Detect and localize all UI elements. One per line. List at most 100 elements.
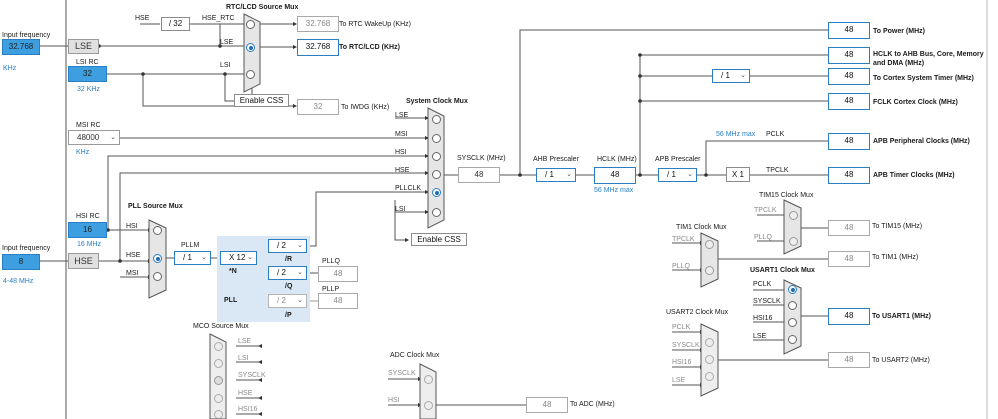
usart2-radio-2[interactable]	[705, 355, 714, 364]
sysmux-input-msi: MSI	[395, 131, 408, 138]
msi-rc-select-value: 48000	[77, 133, 100, 142]
hsi-rc-label: HSI RC	[76, 213, 100, 220]
sysclk-value[interactable]: 48	[458, 167, 500, 183]
pll-q-label: /Q	[285, 283, 293, 290]
mco-radio-4[interactable]	[214, 394, 223, 403]
tpclk-label: TPCLK	[766, 167, 789, 174]
pll-q-select[interactable]: / 2⌄	[268, 266, 307, 280]
apb-peripheral-value: 48	[828, 133, 870, 150]
input-frequency-unit: KHz	[3, 65, 17, 72]
hsi-unit: 16 MHz	[77, 241, 102, 248]
power-clock-label: To Power (MHz)	[873, 28, 925, 35]
rtc-wakeup-value: 32.768	[297, 16, 339, 32]
iwdg-value: 32	[297, 99, 339, 115]
rtc-hse-input: HSE	[135, 15, 150, 22]
hse-div32-block: / 32	[161, 17, 190, 31]
adc-input-hsi: HSI	[388, 397, 400, 404]
usart1-value: 48	[828, 308, 870, 325]
x1-multiplier-block: X 1	[726, 167, 750, 182]
sysmux-radio-pllclk[interactable]	[432, 188, 441, 197]
pll-radio-msi[interactable]	[153, 272, 162, 281]
tim1-input-pllq: PLLQ	[672, 263, 690, 270]
msi-rc-label: MSI RC	[76, 122, 101, 129]
pll-input-hse: HSE	[126, 252, 141, 259]
mco-radio-5[interactable]	[214, 410, 223, 419]
adc-radio-2[interactable]	[424, 401, 433, 410]
fclk-value: 48	[828, 93, 870, 110]
pll-input-msi: MSI	[126, 270, 139, 277]
usart2-mux-title: USART2 Clock Mux	[666, 309, 729, 316]
pll-radio-hse[interactable]	[153, 254, 162, 263]
usart2-radio-3[interactable]	[705, 372, 714, 381]
rtc-enable-css-button[interactable]: Enable CSS	[234, 94, 289, 107]
ahb-prescaler-select[interactable]: / 1⌄	[536, 168, 576, 182]
usart2-input-sysclk: SYSCLK	[672, 342, 700, 349]
rtc-mux-radio-lse[interactable]	[246, 43, 255, 52]
chevron-down-icon: ⌄	[247, 254, 253, 261]
usart1-input-sysclk: SYSCLK	[753, 298, 781, 305]
msi-unit: KHz	[76, 149, 90, 156]
adc-value: 48	[526, 397, 568, 413]
usart1-label: To USART1 (MHz)	[872, 313, 931, 320]
rtc-mux-radio-hse[interactable]	[246, 20, 255, 29]
chevron-down-icon: ⌄	[297, 297, 303, 304]
sys-enable-css-button[interactable]: Enable CSS	[411, 233, 467, 246]
pll-r-select-value: / 2	[277, 241, 286, 250]
hclk-value[interactable]: 48	[594, 167, 636, 184]
usart2-radio-1[interactable]	[705, 338, 714, 347]
lse-source-block: LSE	[68, 39, 99, 54]
usart1-radio-pclk[interactable]	[788, 285, 797, 294]
usart1-radio-lse[interactable]	[788, 335, 797, 344]
mco-radio-3[interactable]	[214, 376, 223, 385]
mco-input-lsi: LSI	[238, 355, 249, 362]
hsi-rc-value: 16	[68, 222, 107, 238]
pll-p-select[interactable]: / 2 ⌄	[268, 294, 307, 308]
chevron-down-icon: ⌄	[297, 242, 303, 249]
pll-radio-hsi[interactable]	[153, 226, 162, 235]
rtc-mux-radio-lsi[interactable]	[246, 70, 255, 79]
hclk-max: 56 MHz max	[594, 187, 634, 194]
sysclk-label: SYSCLK (MHz)	[457, 155, 506, 162]
tim15-radio-2[interactable]	[789, 237, 798, 246]
hse-input-frequency[interactable]: 8	[2, 254, 40, 270]
adc-radio-1[interactable]	[424, 375, 433, 384]
pllm-select[interactable]: / 1⌄	[174, 251, 211, 265]
pll-q-select-value: / 2	[277, 268, 286, 277]
pll-p-label: /P	[285, 312, 292, 319]
usart1-radio-hsi16[interactable]	[788, 318, 797, 327]
sysmux-radio-hse[interactable]	[432, 170, 441, 179]
apb-prescaler-value: / 1	[667, 170, 676, 179]
mco-radio-2[interactable]	[214, 359, 223, 368]
lse-input-frequency[interactable]: 32.768	[2, 39, 40, 55]
chevron-down-icon: ⌄	[566, 171, 572, 178]
mco-radio-1[interactable]	[214, 342, 223, 351]
chevron-down-icon: ⌄	[110, 134, 116, 141]
usart1-input-pclk: PCLK	[753, 281, 772, 288]
cortex-timer-divider-select[interactable]: / 1⌄	[712, 69, 750, 83]
pll-p-select-value: / 2	[277, 296, 286, 305]
sysmux-radio-lse[interactable]	[432, 115, 441, 124]
pll-n-select[interactable]: X 12⌄	[220, 251, 257, 265]
radio-selected-dot	[790, 287, 795, 292]
tim1-radio-2[interactable]	[705, 266, 714, 275]
fclk-label: FCLK Cortex Clock (MHz)	[873, 99, 958, 106]
apb-prescaler-label: APB Prescaler	[655, 156, 701, 163]
usart2-input-hsi16: HSI16	[672, 359, 692, 366]
usart1-radio-sysclk[interactable]	[788, 301, 797, 310]
pll-r-label: /R	[285, 256, 292, 263]
input-frequency-2-unit: 4-48 MHz	[3, 278, 34, 285]
pll-r-select[interactable]: / 2 ⌄	[268, 239, 307, 253]
apb-prescaler-select[interactable]: / 1⌄	[658, 168, 697, 182]
pll-n-select-value: X 12	[229, 253, 246, 262]
pll-label: PLL	[224, 297, 238, 304]
tim15-radio-1[interactable]	[789, 211, 798, 220]
mco-input-hsi16: HSI16	[238, 406, 258, 413]
tim1-radio-1[interactable]	[705, 240, 714, 249]
apb-timer-label: APB Timer Clocks (MHz)	[873, 172, 955, 179]
sysmux-radio-hsi[interactable]	[432, 152, 441, 161]
sysmux-radio-msi[interactable]	[432, 134, 441, 143]
sysmux-radio-lsi[interactable]	[432, 208, 441, 217]
sysmux-input-hse: HSE	[395, 167, 410, 174]
msi-rc-select[interactable]: 48000 ⌄	[68, 130, 120, 145]
sysmux-input-hsi: HSI	[395, 149, 407, 156]
